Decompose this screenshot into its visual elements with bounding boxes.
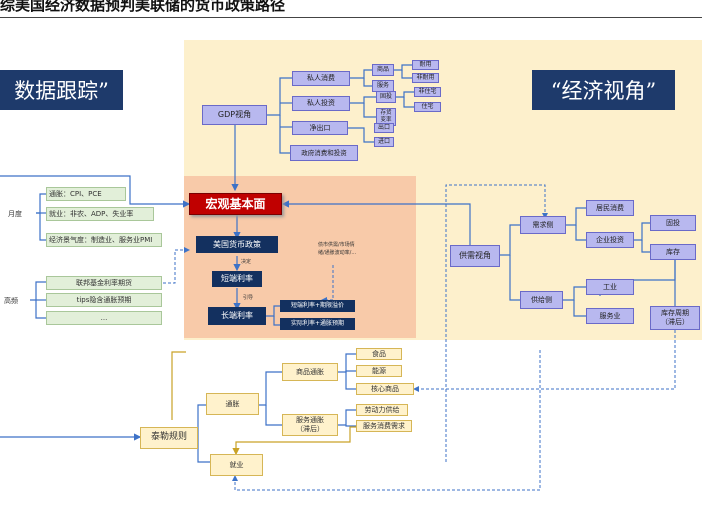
services-demand-box: 服务消费需求 (356, 420, 412, 432)
exports-box: 出口 (374, 123, 394, 133)
title-divider (0, 17, 702, 18)
core-goods-box: 核心商品 (356, 383, 414, 395)
goods-inflation-box: 商品通胀 (282, 363, 338, 381)
decide-label: 决定 (241, 259, 252, 265)
enterprise-investment-box: 企业投资 (586, 232, 634, 248)
labor-supply-box: 劳动力供给 (356, 404, 408, 416)
demand-side-box: 需求侧 (520, 216, 566, 234)
bond-market-note: 债市供需/市场情 绪/通胀波动率/... (318, 242, 357, 256)
high-frequency-label: 高频 (4, 297, 18, 305)
employment-box: 就业 (210, 454, 263, 476)
inflation-data-box: 通胀：CPI、PCE (46, 187, 126, 201)
short-rate-box: 短端利率 (212, 271, 262, 287)
private-investment-box: 私人投资 (292, 96, 350, 111)
inventory-change-box: 存货 变率 (376, 108, 396, 126)
lead-label: 引导 (243, 295, 254, 301)
durable-box: 耐用 (412, 60, 439, 70)
gdp-view-box: GDP视角 (202, 105, 267, 125)
monthly-label: 月度 (8, 210, 22, 218)
imports-box: 进口 (374, 137, 394, 147)
fixed-investment-box: 固投 (376, 91, 396, 103)
government-box: 政府消费和投资 (290, 145, 358, 161)
supply-side-box: 供给侧 (520, 291, 563, 309)
inflation-box: 通胀 (206, 393, 259, 415)
private-consumption-box: 私人消费 (292, 71, 350, 86)
nondurable-box: 非耐用 (412, 73, 439, 83)
residential-box: 非住宅 (414, 87, 441, 97)
tips-inflation-box: tips隐含通胀预期 (46, 293, 162, 307)
inventory-box: 库存 (650, 244, 696, 260)
long-rate-box: 长端利率 (208, 307, 266, 325)
economic-view-banner: “经济视角” (532, 70, 675, 110)
goods-box: 商品 (372, 64, 394, 76)
macro-fundamentals-box: 宏观基本面 (189, 193, 282, 215)
employment-data-box: 就业：非农、ADP、失业率 (46, 207, 154, 221)
industry-box: 工业 (586, 279, 634, 295)
data-tracking-banner: 数据跟踪” (0, 70, 123, 110)
energy-box: 能源 (356, 365, 402, 377)
taylor-rule-box: 泰勒规则 (140, 427, 198, 449)
services-industry-box: 服务业 (586, 308, 634, 324)
real-components-box: 实际利率+通胀预期 (280, 318, 355, 330)
nonresidential-box: 住宅 (414, 102, 441, 112)
page-title: 综美国经济数据预判美联储的货币政策路径 (0, 0, 286, 14)
net-exports-box: 净出口 (292, 121, 348, 135)
supply-demand-view-box: 供需视角 (450, 245, 500, 267)
services-inflation-box: 服务通胀 （滞后） (282, 414, 338, 436)
household-consumption-box: 居民消费 (586, 200, 634, 216)
fed-funds-futures-box: 联邦基金利率期货 (46, 276, 162, 290)
fixed-investment-sd-box: 固投 (650, 215, 696, 231)
nominal-components-box: 短端利率+期限溢价 (280, 300, 355, 312)
more-data-box: ... (46, 311, 162, 325)
sentiment-data-box: 经济景气度：制造业、服务业PMI (46, 233, 162, 247)
inventory-cycle-box: 库存周期 （滞后） (650, 306, 700, 330)
food-box: 食品 (356, 348, 402, 360)
us-monetary-policy-box: 美国货币政策 (196, 236, 278, 253)
